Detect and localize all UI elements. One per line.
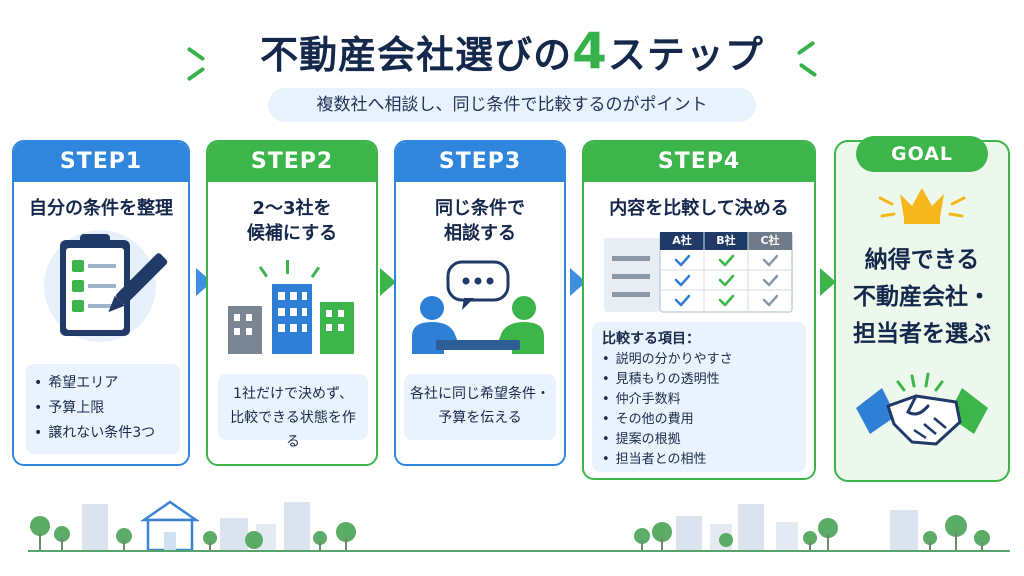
step1-list: 希望エリア 予算上限 譲れない条件3つ xyxy=(34,371,172,446)
step1-label: STEP1 xyxy=(14,142,188,182)
list-item: その他の費用 xyxy=(602,410,796,430)
buildings-icon xyxy=(228,260,354,354)
step2-note-line-2: 比較できる状態を作る xyxy=(230,410,356,450)
list-item: 希望エリア xyxy=(34,371,172,396)
goal-line-3: 担当者を選ぶ xyxy=(853,321,991,347)
table-header-a: A社 xyxy=(672,234,692,247)
subtitle: 複数社へ相談し、同じ条件で比較するのがポイント xyxy=(268,88,756,122)
list-item: 見積もりの透明性 xyxy=(602,370,796,390)
goal-line-2: 不動産会社・ xyxy=(853,284,991,310)
list-item: 説明の分かりやすさ xyxy=(602,350,796,370)
step4-compare-box: 比較する項目： 説明の分かりやすさ 見積もりの透明性 仲介手数料 その他の費用 … xyxy=(592,322,806,472)
list-item: 提案の根拠 xyxy=(602,430,796,450)
cityscape-right xyxy=(634,504,990,550)
step4-heading: 内容を比較して決める xyxy=(609,198,789,219)
cityscape-left xyxy=(30,500,356,552)
step2-heading-line-2: 候補にする xyxy=(246,223,338,244)
step2-label: STEP2 xyxy=(208,142,376,182)
step3-heading-line-1: 同じ条件で xyxy=(435,198,525,219)
ground-line xyxy=(28,550,1010,552)
goal-label: GOAL xyxy=(856,136,988,172)
step2-note-line-1: 1社だけで決めず、 xyxy=(233,386,353,402)
table-header-c: C社 xyxy=(760,234,780,247)
arrow-right-icon xyxy=(820,268,836,296)
title-number: 4 xyxy=(572,22,608,80)
goal-text: 納得できる 不動産会社・ 担当者を選ぶ xyxy=(834,242,1010,353)
step2-heading: 2〜3社を 候補にする xyxy=(208,196,376,246)
step3-note-line-2: 予算を伝える xyxy=(438,410,522,426)
step4-label: STEP4 xyxy=(584,142,814,182)
crown-icon xyxy=(878,188,966,224)
handshake-icon xyxy=(856,372,988,446)
consultation-icon xyxy=(412,260,544,354)
comparison-table-icon xyxy=(604,232,793,313)
goal-line-1: 納得できる xyxy=(864,247,980,273)
title-suffix: ステップ xyxy=(607,33,764,77)
clipboard-icon xyxy=(44,230,168,342)
step2-heading-line-1: 2〜3社を xyxy=(252,198,332,219)
list-item: 譲れない条件3つ xyxy=(34,421,172,446)
table-header-b: B社 xyxy=(716,234,736,247)
step3-note-box: 各社に同じ希望条件・ 予算を伝える xyxy=(404,374,556,440)
step2-note-box: 1社だけで決めず、 比較できる状態を作る xyxy=(218,374,368,450)
step1-list-box: 希望エリア 予算上限 譲れない条件3つ xyxy=(26,364,180,454)
list-item: 仲介手数料 xyxy=(602,390,796,410)
page-title: 不動産会社選びの4ステップ xyxy=(0,22,1024,80)
arrow-right-icon xyxy=(380,268,396,296)
list-item: 担当者との相性 xyxy=(602,450,796,470)
step3-heading: 同じ条件で 相談する xyxy=(396,196,564,246)
step4-compare-title: 比較する項目： xyxy=(602,331,700,347)
step4-compare-list: 説明の分かりやすさ 見積もりの透明性 仲介手数料 その他の費用 提案の根拠 担当… xyxy=(602,350,796,470)
list-item: 予算上限 xyxy=(34,396,172,421)
step3-note-line-1: 各社に同じ希望条件・ xyxy=(410,386,550,402)
step3-heading-line-2: 相談する xyxy=(444,223,516,244)
title-main: 不動産会社選びの xyxy=(260,33,573,77)
step3-label: STEP3 xyxy=(396,142,564,182)
step1-heading: 自分の条件を整理 xyxy=(29,198,173,219)
